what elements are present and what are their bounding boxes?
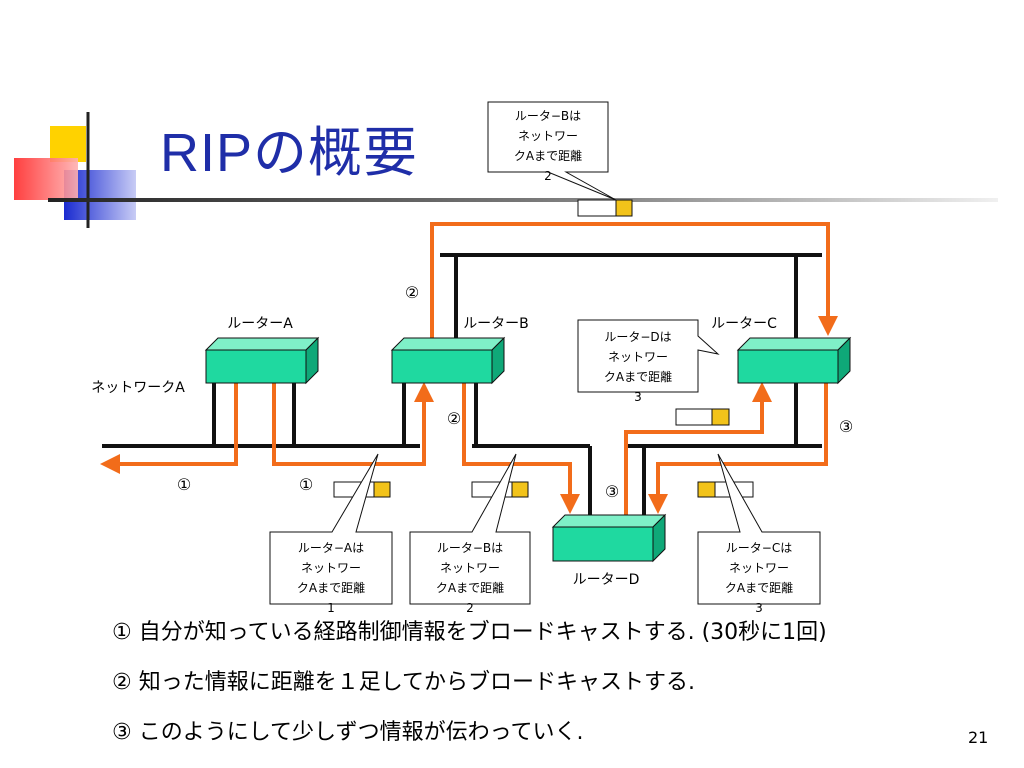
- packet-mid: [675, 408, 730, 426]
- step-marker-1: ①: [177, 475, 191, 494]
- logo-decoration: [14, 112, 998, 228]
- callout-line: ルータ−Cは: [726, 541, 792, 555]
- propagation-arrows: [100, 222, 838, 515]
- callout-line: クAまで距離: [436, 581, 504, 595]
- bullet-item: ③ このようにして少しずつ情報が伝わっていく.: [112, 720, 584, 745]
- callout-line: ネットワー: [729, 561, 789, 575]
- router-d-box: [551, 513, 667, 563]
- callout-line: クAまで距離: [725, 581, 793, 595]
- callout-line: 2: [466, 601, 474, 615]
- callout-line: クAまで距離: [604, 370, 672, 384]
- packet-top: [577, 199, 633, 217]
- network-lines: [102, 253, 822, 520]
- network-a-label: ネットワークA: [91, 380, 185, 396]
- callout-line: ネットワー: [440, 561, 500, 575]
- bullet-item: ① 自分が知っている経路制御情報をブロードキャストする. (30秒に1回): [112, 620, 827, 645]
- router-a-box: [204, 336, 320, 385]
- callout-router-d: ルータ−Dは ネットワー クAまで距離 3: [577, 319, 720, 404]
- step-marker-1: ①: [299, 475, 313, 494]
- callout-line: クAまで距離: [514, 149, 582, 163]
- router-c-label: ルーターC: [711, 316, 777, 332]
- callout-line: ルータ−Bは: [437, 541, 503, 555]
- step-marker-3: ③: [839, 417, 853, 436]
- callout-line: ルータ−Dは: [604, 330, 671, 344]
- step-marker-2: ②: [447, 409, 461, 428]
- page-number: 21: [968, 728, 989, 747]
- callout-line: ルータ−Bは: [515, 109, 581, 123]
- callout-router-b-bottom: ルータ−Bは ネットワー クAまで距離 2: [409, 453, 531, 615]
- router-b-label: ルーターB: [463, 316, 529, 332]
- callout-line: クAまで距離: [297, 581, 365, 595]
- router-b-box: [390, 336, 506, 385]
- bullet-item: ② 知った情報に距離を１足してからブロードキャストする.: [112, 670, 696, 695]
- callout-line: 2: [544, 169, 552, 183]
- callout-line: 1: [327, 601, 335, 615]
- callout-line: ルータ−Aは: [298, 541, 364, 555]
- callout-router-a: ルータ−Aは ネットワー クAまで距離 1: [269, 453, 393, 615]
- packet-c: [697, 481, 754, 498]
- slide-title: RIPの概要: [160, 123, 419, 183]
- callout-line: ネットワー: [301, 561, 361, 575]
- callout-line: ネットワー: [518, 129, 578, 143]
- callout-line: 3: [634, 390, 642, 404]
- router-a-label: ルーターA: [227, 316, 293, 332]
- router-c-box: [736, 336, 852, 385]
- router-d-label: ルーターD: [573, 572, 640, 588]
- callout-line: ネットワー: [608, 350, 668, 364]
- step-marker-2: ②: [405, 283, 419, 302]
- callout-line: 3: [755, 601, 763, 615]
- step-marker-3: ③: [605, 482, 619, 501]
- callout-router-c: ルータ−Cは ネットワー クAまで距離 3: [697, 453, 821, 615]
- callout-router-b-top: ルータ−Bは ネットワー クAまで距離 2: [487, 101, 617, 201]
